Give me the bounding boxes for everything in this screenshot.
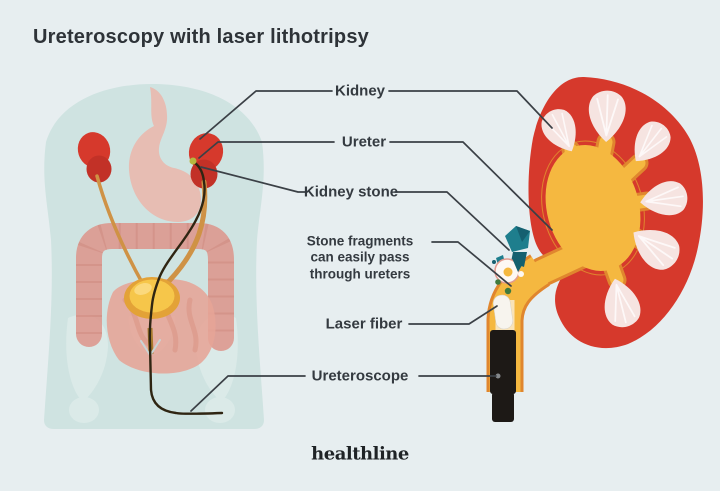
large-intestine xyxy=(76,223,234,351)
stone-fragment-dot xyxy=(504,287,512,295)
body-illustration xyxy=(44,84,264,429)
kidney-cross-section xyxy=(486,76,703,422)
renal-pyramids xyxy=(541,90,688,328)
stone-in-body xyxy=(189,157,197,165)
leader-scope-left xyxy=(190,375,306,412)
stomach xyxy=(128,87,202,222)
body-kidney-left xyxy=(77,132,112,183)
body-ureter-left xyxy=(95,174,146,288)
stone-fragment-dot xyxy=(495,279,501,285)
scope-in-body xyxy=(148,161,224,415)
guidewire xyxy=(140,339,161,356)
leader-lines xyxy=(190,90,553,412)
leader-kidney-left xyxy=(199,90,333,140)
kidney-stones xyxy=(492,226,530,295)
label-laser-fiber: Laser fiber xyxy=(325,315,403,333)
leader-ureter-left xyxy=(198,141,335,159)
ureteroscope-shaft xyxy=(490,330,516,422)
leader-laser-fiber xyxy=(408,305,498,325)
leader-fragments xyxy=(431,241,512,287)
laser-fiber-tip xyxy=(493,294,513,330)
leader-ureter-right xyxy=(389,141,553,231)
label-ureteroscope: Ureteroscope xyxy=(311,367,409,385)
leader-stone-left xyxy=(200,166,308,193)
page-title: Ureteroscopy with laser lithotripsy xyxy=(33,26,369,48)
leader-kidney-right xyxy=(388,90,553,129)
label-kidney-stone: Kidney stone xyxy=(303,183,399,201)
label-ureter: Ureter xyxy=(341,133,387,151)
label-kidney: Kidney xyxy=(334,82,386,100)
healthline-logo: healthline xyxy=(311,443,409,465)
leader-stone-right xyxy=(394,191,510,251)
label-stone-fragments: Stone fragments can easily pass through … xyxy=(306,233,414,282)
